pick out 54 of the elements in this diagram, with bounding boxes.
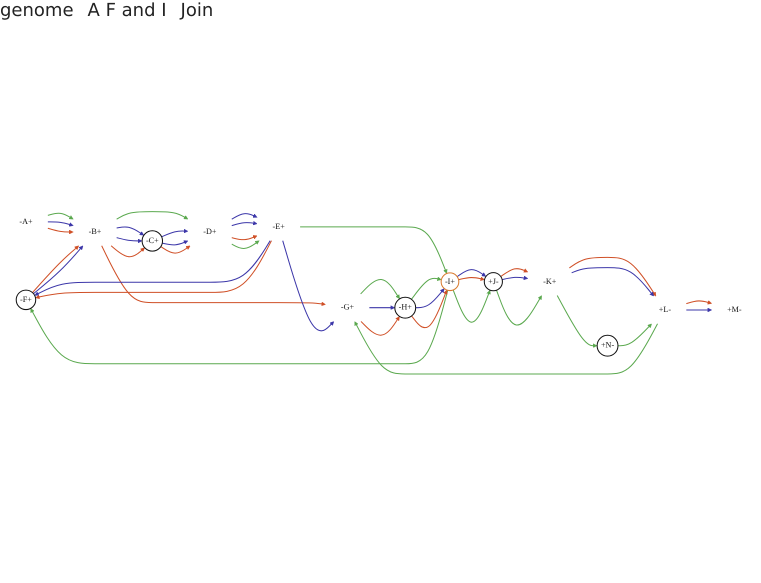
arrow bbox=[556, 295, 598, 348]
node-text: -K+ bbox=[543, 277, 556, 286]
note-text: A F and I bbox=[88, 0, 167, 21]
arrow bbox=[232, 235, 258, 240]
arrow bbox=[416, 288, 445, 308]
arrow bbox=[686, 308, 712, 312]
arrow bbox=[369, 305, 396, 310]
arrow bbox=[502, 276, 528, 280]
node-text: +L- bbox=[658, 305, 672, 314]
arrow bbox=[48, 221, 74, 227]
arrow bbox=[161, 228, 188, 238]
arrow bbox=[452, 290, 491, 323]
arrow bbox=[618, 324, 652, 346]
arrow bbox=[500, 268, 528, 277]
arrow bbox=[48, 228, 74, 234]
arrow bbox=[686, 300, 712, 304]
node-circle: +N- bbox=[596, 334, 618, 357]
arrow bbox=[110, 245, 145, 258]
arrow bbox=[101, 246, 326, 306]
arrow bbox=[116, 237, 142, 244]
arrow bbox=[456, 269, 486, 278]
node-text: -D+ bbox=[203, 227, 216, 236]
node-circle: -F+ bbox=[16, 290, 36, 310]
node-circle: -C+ bbox=[142, 230, 164, 252]
arrow bbox=[569, 256, 656, 296]
node-text: -E+ bbox=[272, 222, 285, 231]
arrow bbox=[160, 246, 190, 254]
arrow bbox=[232, 213, 258, 220]
node-text: -A+ bbox=[19, 217, 33, 226]
arrow bbox=[496, 290, 542, 326]
arrow bbox=[232, 240, 260, 249]
arrow bbox=[300, 226, 448, 274]
arrow bbox=[30, 290, 448, 364]
node-text: -B+ bbox=[88, 227, 102, 236]
arrow bbox=[282, 240, 334, 332]
note-text: genome bbox=[0, 0, 74, 21]
node-text: +M- bbox=[727, 305, 742, 314]
arrow bbox=[48, 212, 74, 220]
note-text: Join bbox=[180, 0, 214, 21]
node-circle: -I+ bbox=[440, 272, 460, 292]
arrow bbox=[411, 290, 448, 328]
arrow bbox=[232, 220, 258, 226]
node-circle: +J- bbox=[484, 272, 503, 292]
arrow bbox=[411, 276, 442, 300]
arrow bbox=[116, 211, 188, 220]
arrow bbox=[354, 321, 658, 374]
arrow bbox=[162, 240, 188, 246]
node-text: -G+ bbox=[340, 303, 354, 312]
node-circle: -H+ bbox=[394, 296, 416, 319]
arrow bbox=[360, 316, 400, 336]
arrow bbox=[571, 267, 654, 296]
arrow bbox=[458, 276, 485, 281]
arrow bbox=[116, 226, 144, 236]
arrow bbox=[360, 279, 400, 300]
